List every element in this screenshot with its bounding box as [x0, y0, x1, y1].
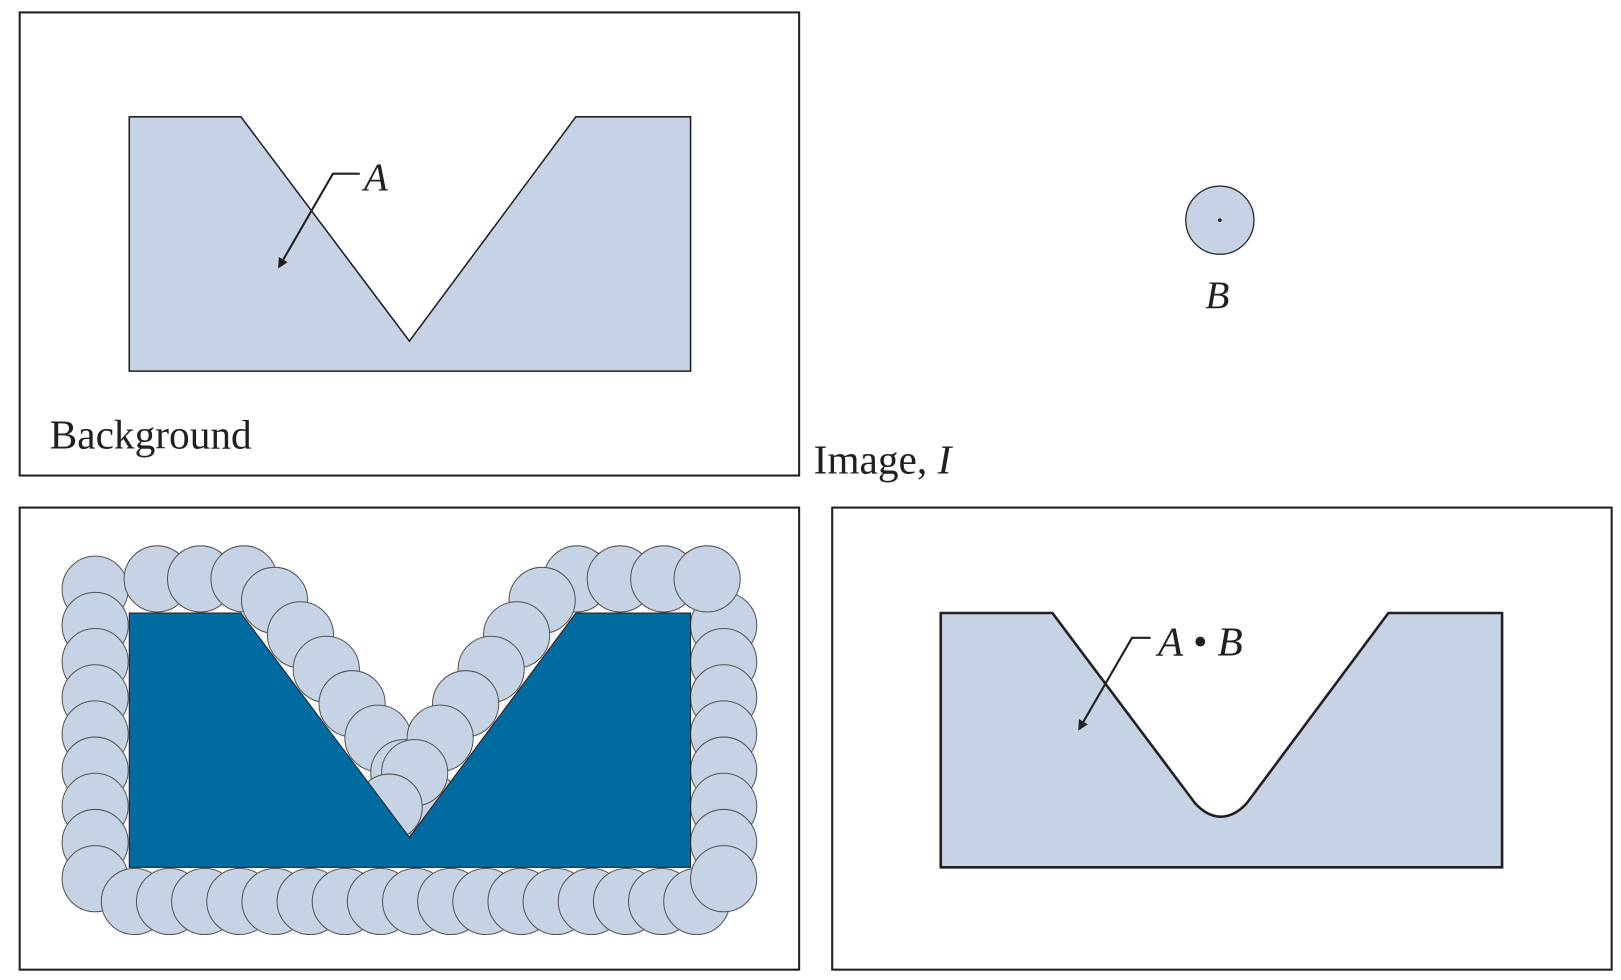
panel-frame	[18, 11, 801, 477]
panel-dilation-step	[18, 506, 801, 971]
set-a-shape	[128, 116, 692, 372]
arrow-icon	[1078, 636, 1151, 731]
set-a-label: A	[361, 156, 389, 199]
panel-set-a: A Background	[18, 11, 801, 477]
set-a-dark-shape	[128, 612, 692, 868]
background-label: Background	[50, 412, 252, 458]
origin-dot	[1218, 218, 1222, 223]
arrow-icon	[278, 172, 360, 269]
translated-element-circle	[690, 845, 758, 913]
panel-frame	[831, 506, 1613, 971]
image-label-text: Image,	[814, 436, 938, 482]
element-b-label: B	[1205, 274, 1229, 317]
image-label: Image, I	[814, 436, 954, 482]
panel-frame	[18, 506, 801, 971]
closing-label: A • B	[1155, 618, 1243, 664]
panel-closing-result: A • B	[831, 506, 1613, 971]
structuring-element-b: B	[1185, 185, 1255, 317]
closing-result-shape	[939, 611, 1504, 869]
translated-element-circle	[673, 545, 741, 613]
image-label-symbol: I	[937, 436, 954, 482]
